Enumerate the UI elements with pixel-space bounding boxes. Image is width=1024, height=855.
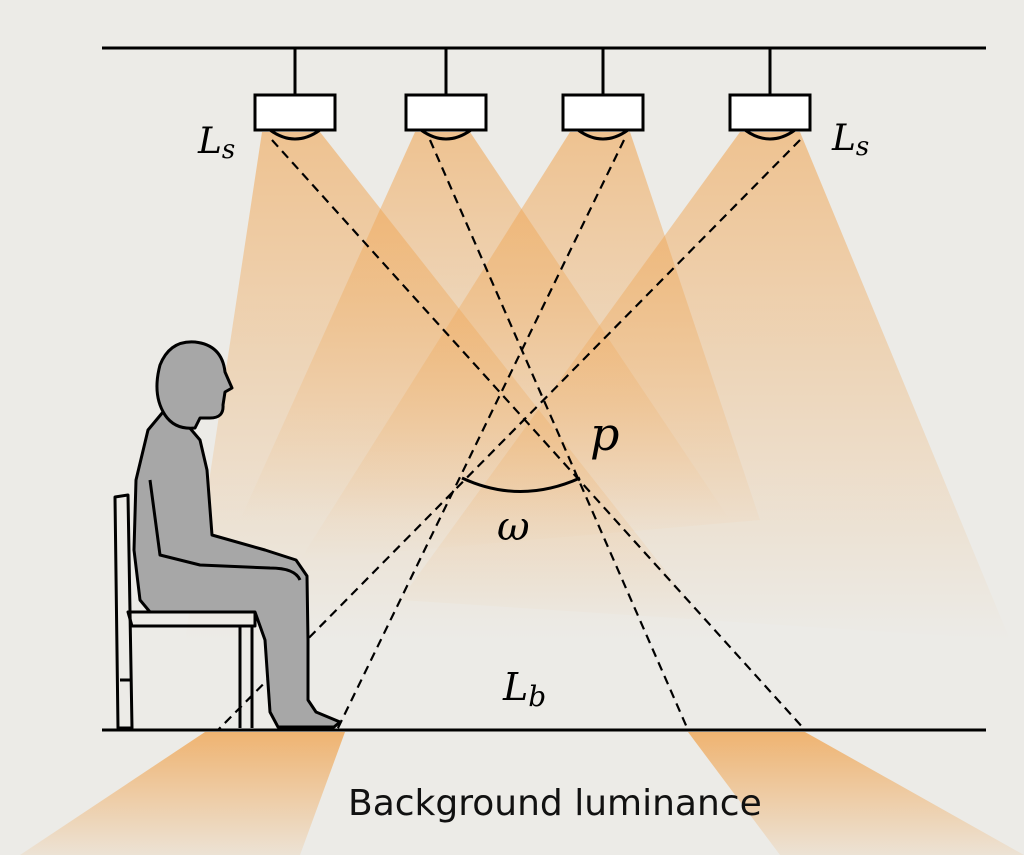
sight-line-2 (428, 139, 690, 731)
ceiling-light-icon (561, 48, 645, 141)
luminaires (253, 48, 812, 141)
caption: Background luminance (348, 783, 762, 824)
light-beam-4 (400, 132, 1010, 640)
person-head (155, 340, 234, 430)
sight-lines (217, 139, 806, 731)
solid-angle-label: ω (497, 504, 530, 550)
light-beams (185, 132, 1010, 640)
source-label-right: Ls (831, 118, 869, 162)
point-label: p (590, 407, 619, 461)
floor-spot-left (20, 732, 345, 855)
sight-line-4 (217, 139, 801, 731)
person-arm (148, 479, 302, 581)
ceiling-light-icon (728, 48, 812, 141)
solid-angle-arc (461, 476, 581, 493)
ceiling-light-icon (253, 48, 337, 141)
sight-line-3 (336, 139, 625, 731)
floor-spot-right (688, 732, 1024, 855)
ceiling-light-icon (404, 48, 488, 141)
floor-light-spots (20, 732, 1024, 855)
seated-person-icon (132, 340, 342, 729)
sight-line-1 (271, 139, 806, 731)
background-luminance-label: Lb (502, 665, 546, 713)
chair-icon (113, 493, 257, 730)
person-body (132, 410, 342, 729)
source-label-left: Ls (197, 121, 235, 165)
